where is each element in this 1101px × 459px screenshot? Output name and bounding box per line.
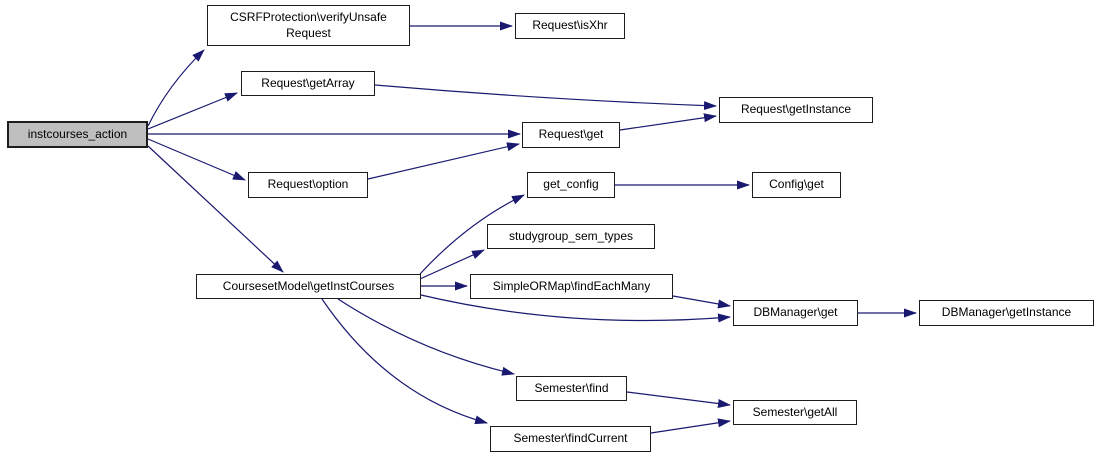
node-csrfprotection-verifyunsaferequest[interactable]: CSRFProtection\verifyUnsafe Request (207, 5, 410, 46)
node-simpleormap-findeachmany[interactable]: SimpleORMap\findEachMany (470, 274, 673, 299)
node-instcourses-action: instcourses_action (7, 121, 148, 148)
edge-instcourses-action-to-csrfprotection-verifyunsaferequest (147, 49, 205, 127)
edge-instcourses-action-to-request-getarray (147, 92, 238, 130)
edge-instcourses-action-to-request-option (147, 138, 246, 181)
node-semester-getall[interactable]: Semester\getAll (733, 400, 857, 425)
edge-request-option-to-request-get (367, 142, 520, 180)
node-dbmanager-get[interactable]: DBManager\get (733, 300, 858, 326)
edge-semester-findcurrent-to-semester-getall (650, 418, 731, 434)
edge-coursesetmodel-getinstcourses-to-semester-find (337, 298, 515, 376)
node-request-option[interactable]: Request\option (248, 172, 368, 198)
edge-coursesetmodel-getinstcourses-to-get-config (419, 194, 525, 275)
edge-group (147, 21, 917, 434)
node-semester-findcurrent[interactable]: Semester\findCurrent (490, 426, 651, 452)
edge-instcourses-action-to-coursesetmodel-getinstcourses (147, 145, 284, 273)
edge-semester-find-to-semester-getall (626, 391, 731, 408)
edge-coursesetmodel-getinstcourses-to-semester-findcurrent (321, 298, 488, 425)
node-request-isxhr[interactable]: Request\isXhr (515, 13, 625, 39)
edge-coursesetmodel-getinstcourses-to-dbmanager-get (420, 294, 731, 323)
node-studygroup-sem-types[interactable]: studygroup_sem_types (487, 224, 655, 249)
node-semester-find[interactable]: Semester\find (516, 376, 627, 401)
edge-request-get-to-request-getinstance (619, 113, 717, 131)
node-config-get[interactable]: Config\get (752, 172, 841, 198)
node-coursesetmodel-getinstcourses[interactable]: CoursesetModel\getInstCourses (196, 274, 421, 299)
node-request-getinstance[interactable]: Request\getInstance (719, 97, 873, 123)
edge-request-getarray-to-request-getinstance (374, 84, 717, 111)
node-get-config[interactable]: get_config (527, 172, 615, 198)
node-request-get[interactable]: Request\get (522, 122, 620, 148)
edge-coursesetmodel-getinstcourses-to-studygroup-sem-types (419, 249, 485, 280)
node-dbmanager-getinstance[interactable]: DBManager\getInstance (919, 300, 1094, 326)
edge-simpleormap-findeachmany-to-dbmanager-get (672, 295, 731, 309)
node-request-getarray[interactable]: Request\getArray (241, 71, 375, 96)
